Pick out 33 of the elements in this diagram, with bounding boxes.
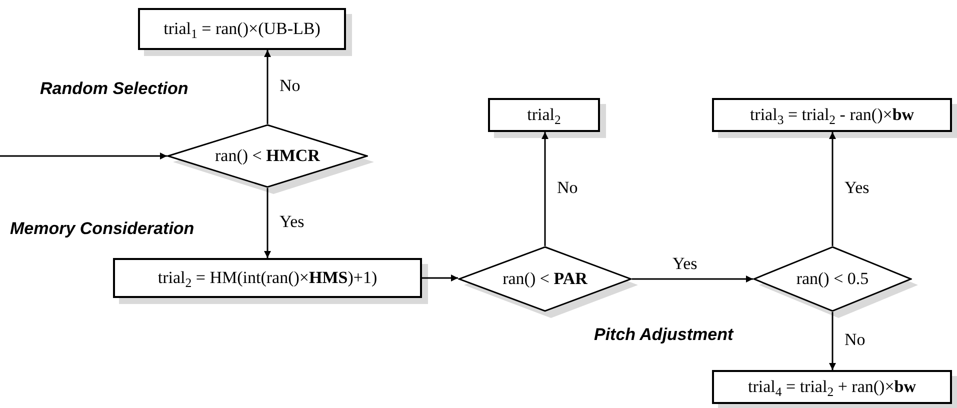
node-text: ran() < PAR [502, 268, 588, 290]
arrow [264, 188, 271, 258]
node-text: trial$_{3}$ = trial$_{2}$ - ran()×bw [750, 104, 914, 126]
node-text: trial$_{2}$ = HM(int(ran()×HMS)+1) [158, 267, 378, 289]
decision-diamond [167, 124, 368, 188]
arrow [829, 132, 836, 246]
arrow [829, 312, 836, 370]
section-label: Memory Consideration [10, 218, 194, 240]
arrow [632, 276, 753, 282]
node-text: ran() < HMCR [215, 145, 320, 167]
section-label: Random Selection [40, 78, 188, 100]
edge-label: No [557, 177, 578, 198]
arrow [0, 152, 167, 160]
edge-label: Yes [672, 253, 698, 274]
process-box [712, 370, 952, 404]
arrow [422, 274, 458, 282]
decision-diamond [458, 246, 632, 312]
edge-label: No [280, 75, 300, 96]
decision-diamond [753, 246, 912, 312]
edge-label: Yes [844, 177, 870, 198]
section-label: Pitch Adjustment [594, 324, 734, 346]
node-text: ran() < 0.5 [796, 268, 869, 290]
node-text: trial$_{1}$ = ran()×(UB-LB) [164, 18, 320, 40]
edge-label: No [844, 329, 866, 350]
process-box [712, 98, 952, 132]
process-box [138, 8, 346, 50]
edge-label: Yes [280, 211, 304, 232]
process-box [488, 98, 600, 132]
node-text: trial$_{2}$ [527, 104, 561, 126]
node-text: trial$_{4}$ = trial$_{2}$ + ran()×bw [748, 376, 916, 398]
arrow [542, 132, 548, 246]
process-box [113, 258, 422, 298]
arrow [264, 50, 271, 124]
